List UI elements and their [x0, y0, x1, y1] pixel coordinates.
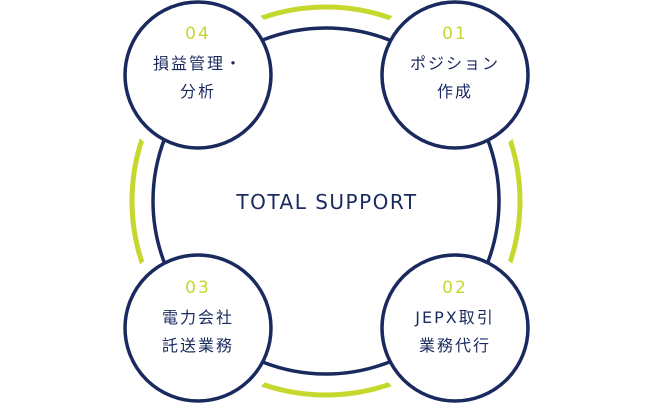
step-circle-03 — [123, 253, 273, 403]
step-circle-04 — [123, 0, 273, 150]
step-number: 02 — [442, 278, 468, 298]
step-04: 04 損益管理・分析 — [123, 24, 273, 106]
step-text: JEPX取引業務代行 — [415, 308, 495, 355]
step-01: 01 ポジション作成 — [380, 24, 530, 106]
step-text: ポジション作成 — [409, 54, 500, 101]
outer-accent-ring — [129, 4, 523, 398]
step-number: 03 — [185, 278, 211, 298]
step-text: 電力会社託送業務 — [161, 308, 234, 355]
step-text: 損益管理・分析 — [152, 54, 243, 101]
center-label: TOTAL SUPPORT — [236, 190, 418, 214]
step-number: 01 — [442, 24, 468, 44]
step-02: 02 JEPX取引業務代行 — [380, 278, 530, 360]
step-circle-02 — [380, 253, 530, 403]
step-number: 04 — [185, 24, 211, 44]
main-ring — [151, 26, 501, 376]
step-circle-01 — [380, 0, 530, 150]
step-03: 03 電力会社託送業務 — [123, 278, 273, 360]
